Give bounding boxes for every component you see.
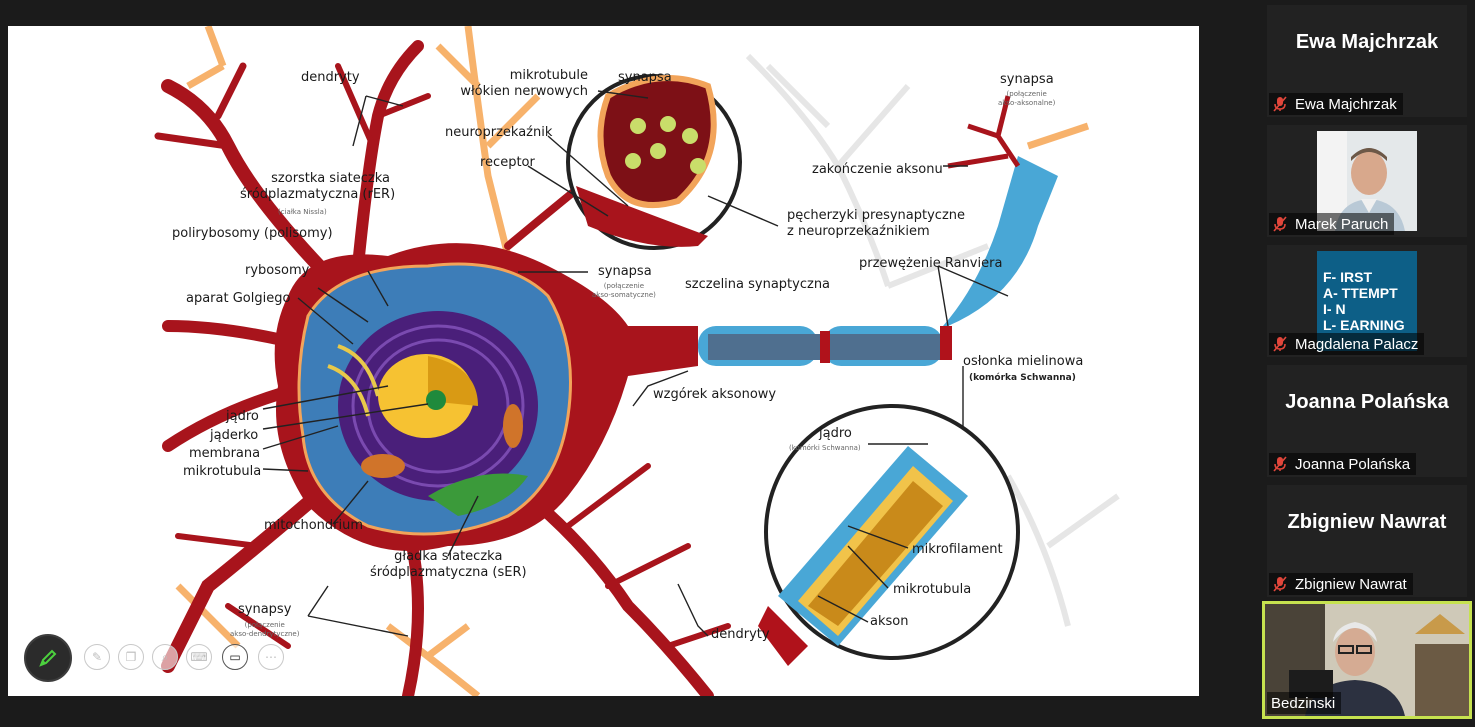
brush-icon[interactable]: ✎ [84,644,110,670]
card-line: L- EARNING [1323,317,1405,333]
mic-muted-icon [1273,216,1287,232]
card-line: A- TTEMPT [1323,285,1398,301]
participant-name: Bedzinski [1271,694,1336,712]
mic-muted-icon [1273,576,1287,592]
label-synapsa-right: synapsa [1000,72,1054,87]
label-receptor: receptor [480,155,535,170]
label-jadro: jądro [226,409,259,424]
active-speaker-tile[interactable]: Bedzinski [1262,601,1472,719]
annotate-pen-button[interactable] [24,634,72,682]
label-mitochondrium: mitochondrium [264,518,364,533]
participant-tile-zbigniew[interactable]: Zbigniew Nawrat Zbigniew Nawrat [1267,485,1467,597]
participant-tile-joanna[interactable]: Joanna Polańska Joanna Polańska [1267,365,1467,477]
participant-name: Zbigniew Nawrat [1295,575,1407,593]
label-zakonczenie: zakończenie aksonu [812,162,943,177]
participant-name: Magdalena Palacz [1295,335,1419,353]
label-neuroprzekaznik: neuroprzekaźnik [445,125,553,140]
label-membrana: membrana [189,446,261,461]
label-mikrofilament: mikrofilament [912,542,1003,557]
card-line: I- N [1323,301,1346,317]
participant-name: Marek Paruch [1295,215,1389,233]
participant-display-name: Zbigniew Nawrat [1287,511,1447,533]
keyboard-icon[interactable]: ⌨ [186,644,212,670]
label-mikrotubule: mikrotubule włókien nerwowych [460,68,588,99]
label-mikrotubula-left: mikrotubula [183,464,262,479]
label-szorstka-sub: (ciałka Nissla) [278,208,327,216]
label-wzgorek: wzgórek aksonowy [653,387,777,402]
label-jadro-right: jądro [819,426,852,441]
card-line: F- IRST [1323,269,1372,285]
zoom-icon[interactable]: ⌕ [152,644,178,670]
participant-nametag: Ewa Majchrzak [1269,93,1403,115]
neuron-diagram [154,26,1120,696]
participant-name: Joanna Polańska [1295,455,1411,473]
participant-nametag: Marek Paruch [1269,213,1395,235]
label-polirybosomy: polirybosomy (polisomy) [172,226,333,241]
label-akson: akson [870,614,909,629]
mic-muted-icon [1273,96,1287,112]
label-dendryty-bottom: dendryty [711,627,770,642]
label-szczelina: szczelina synaptyczna [685,277,831,292]
label-gladka: gładka siateczka śródplazmatyczna (sER) [370,549,527,580]
mic-muted-icon [1273,336,1287,352]
mic-muted-icon [1273,456,1287,472]
label-dendryty-top: dendryty [301,70,360,85]
label-jadro-right-sub: (komórki Schwanna) [789,444,861,452]
label-pecherzyki: pęcherzyki presynaptyczne z neuroprzekaź… [787,208,966,239]
more-icon[interactable]: ⋯ [258,644,284,670]
participant-nametag: Bedzinski [1267,692,1342,714]
participant-name: Ewa Majchrzak [1295,95,1397,113]
label-przewezenie: przewężenie Ranviera [859,256,1003,271]
label-oslonka-sub: (komórka Schwanna) [969,373,1076,383]
label-synapsa-top: synapsa [618,70,672,85]
participant-tile-ewa[interactable]: Ewa Majchrzak Ewa Majchrzak [1267,5,1467,117]
label-synapsa-mid: synapsa [598,264,652,279]
participant-tile-marek[interactable]: Marek Paruch [1267,125,1467,237]
copy-icon[interactable]: ❐ [118,644,144,670]
label-oslonka: osłonka mielinowa [963,354,1084,369]
label-synapsy: synapsy [238,602,292,617]
label-szorstka: szorstka siateczka śródplazmatyczna (rER… [240,171,396,202]
participant-nametag: Joanna Polańska [1269,453,1417,475]
participant-nametag: Zbigniew Nawrat [1269,573,1413,595]
label-synapsa-right-sub: (połączenie akso-aksonalne) [998,90,1056,107]
camera-icon[interactable]: ▭ [222,644,248,670]
label-synapsy-sub: (połączenie akso-dendrytyczne) [230,621,300,638]
label-mikrotubula-right: mikrotubula [893,582,972,597]
participant-display-name: Joanna Polańska [1285,391,1449,413]
label-jaderko: jąderko [210,428,259,443]
participant-tile-magdalena[interactable]: F- IRST A- TTEMPT I- N L- EARNING Magdal… [1267,245,1467,357]
pen-icon [39,649,57,667]
participant-display-name: Ewa Majchrzak [1295,31,1439,53]
shared-screen: dendryty mikrotubule włókien nerwowych s… [8,26,1199,696]
participant-nametag: Magdalena Palacz [1269,333,1425,355]
annotation-toolbar: ✎ ❐ ⌕ ⌨ ▭ ⋯ [14,634,314,682]
label-aparat-golgiego: aparat Golgiego [186,291,291,306]
label-rybosomy: rybosomy [245,263,310,278]
label-synapsa-mid-sub: (połączenie akso-somatyczne) [592,282,656,299]
